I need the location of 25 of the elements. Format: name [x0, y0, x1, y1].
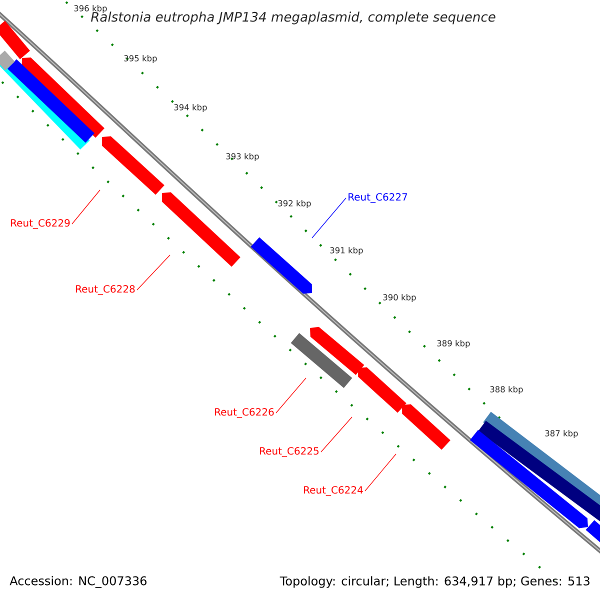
gene-label: Reut_C6228 [76, 285, 135, 295]
tick-label: 390 kbp [383, 294, 416, 302]
tick-label: 394 kbp [174, 104, 207, 112]
title: Ralstonia eutropha JMP134 megaplasmid, complete sequence [90, 12, 496, 24]
tick-label: 391 kbp [330, 247, 363, 255]
gene-label: Reut_C6229 [11, 219, 70, 229]
leader-line [136, 254, 170, 290]
accession-text: Accession: NC_007336 [10, 576, 146, 588]
leader-line [276, 378, 306, 414]
leader-line [72, 190, 100, 224]
summary-text: Topology: circular; Length: 634,917 bp; Genes: 513 [280, 576, 590, 588]
gene-label: Reut_C6225 [260, 447, 319, 457]
tick-label: 395 kbp [124, 55, 157, 63]
tick-label: 387 kbp [545, 430, 578, 438]
tick-label: 392 kbp [278, 200, 311, 208]
leader-line [312, 198, 346, 238]
tick-label: 388 kbp [490, 386, 523, 394]
leader-line [320, 416, 352, 452]
gene-label: Reut_C6226 [215, 408, 274, 418]
gene-label: Reut_C6227 [348, 193, 408, 203]
gene-label: Reut_C6224 [304, 486, 363, 496]
tick-label: 393 kbp [226, 153, 259, 161]
tick-label: 389 kbp [437, 340, 470, 348]
leader-line [364, 454, 396, 492]
tick-label: 396 kbp [74, 5, 107, 13]
